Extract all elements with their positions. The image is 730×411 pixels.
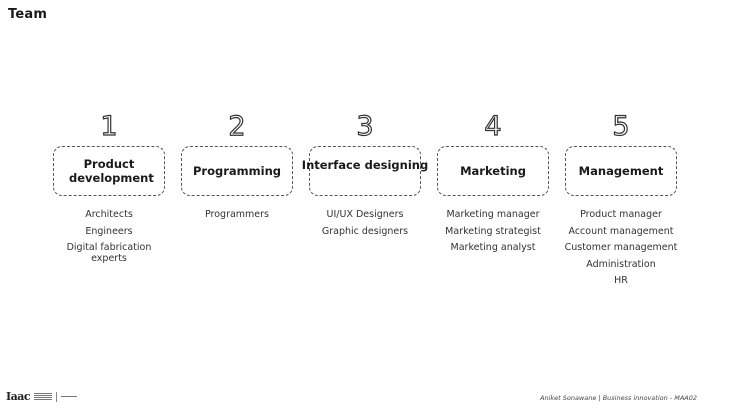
list-item: Programmers	[204, 209, 270, 220]
team-column-marketing: 4 Marketing Marketing manager Marketing …	[428, 111, 558, 257]
column-number: 2	[228, 111, 246, 142]
list-item: Architects	[85, 209, 133, 220]
column-heading: Programming	[193, 164, 281, 178]
team-column-product-development: 1 Product development Architects Enginee…	[44, 111, 174, 264]
member-list: Product manager Account management Custo…	[565, 207, 678, 290]
list-item: Customer management	[564, 242, 678, 253]
iaac-logo: Iaac	[6, 390, 78, 403]
footer-credit: Aniket Sonawane | Business innovation - …	[540, 394, 697, 402]
team-column-interface-designing: 3 Interface designing UI/UX Designers Gr…	[300, 111, 430, 240]
column-heading-box: Programming	[181, 146, 293, 196]
list-item: Graphic designers	[321, 225, 409, 237]
logo-wordmark: Iaac	[6, 390, 31, 403]
column-number: 1	[100, 111, 118, 142]
column-heading-box: Product development	[53, 146, 165, 196]
slide-title: Team	[8, 7, 48, 22]
list-item: Account management	[568, 225, 674, 237]
logo-subtext-lines	[34, 393, 53, 400]
column-heading-box: Marketing	[437, 146, 549, 196]
member-list: UI/UX Designers Graphic designers	[322, 207, 408, 240]
column-heading-box: Interface designing	[302, 146, 428, 196]
column-heading-box: Management	[565, 146, 677, 196]
column-heading: Interface designing	[301, 158, 429, 172]
column-number: 4	[484, 111, 502, 142]
list-item: Marketing strategist	[445, 225, 541, 237]
team-column-management: 5 Management Product manager Account man…	[556, 111, 686, 290]
member-list: Architects Engineers Digital fabrication…	[61, 207, 157, 264]
team-column-programming: 2 Programming Programmers	[172, 111, 302, 224]
list-item: HR	[614, 275, 628, 286]
list-item: Administration	[586, 258, 656, 270]
column-number: 3	[356, 111, 374, 142]
list-item: Product manager	[580, 209, 662, 220]
logo-city-line	[61, 396, 78, 397]
list-item: UI/UX Designers	[326, 209, 404, 220]
logo-divider	[56, 391, 58, 402]
member-list: Programmers	[205, 207, 269, 224]
list-item: Marketing manager	[446, 209, 540, 220]
column-heading: Product development	[69, 157, 154, 185]
column-heading: Management	[578, 164, 664, 178]
list-item: Marketing analyst	[450, 242, 536, 253]
member-list: Marketing manager Marketing strategist M…	[445, 207, 541, 257]
column-number: 5	[612, 111, 630, 142]
list-item: Digital fabrication experts	[66, 242, 152, 264]
list-item: Engineers	[85, 225, 133, 237]
column-heading: Marketing	[460, 164, 526, 178]
